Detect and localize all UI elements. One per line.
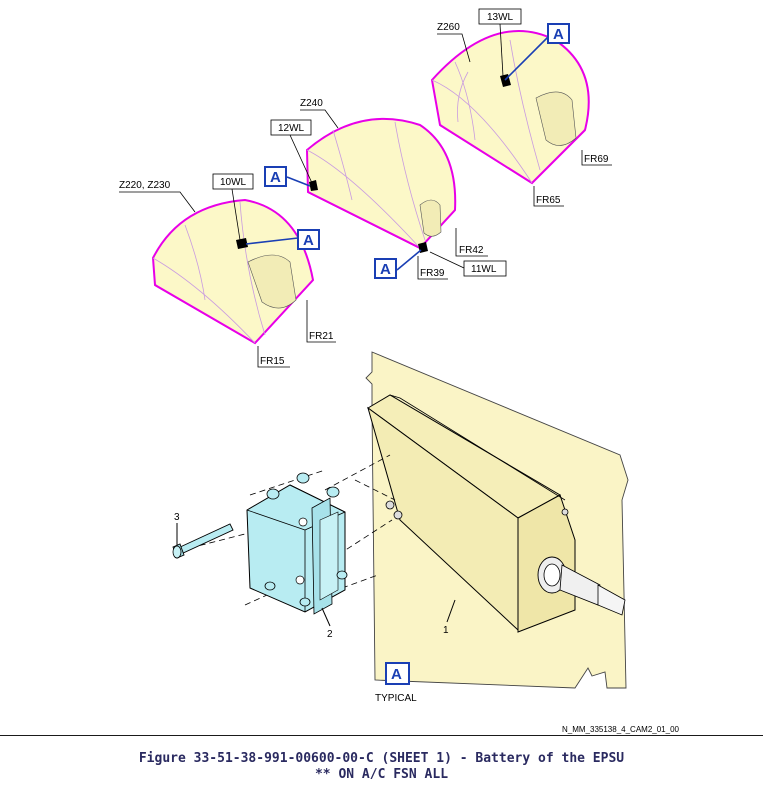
fuselage-section-z240	[305, 117, 457, 253]
waterline-tag-12wl: 12WL	[278, 123, 305, 134]
alignment-line	[354, 479, 396, 501]
frame-label-fr42: FR42	[459, 245, 484, 256]
callout-a-13wl	[547, 23, 570, 44]
zone-label-z220-z230: Z220, Z230	[119, 180, 171, 191]
svg-text:A: A	[391, 666, 402, 683]
item-number-3: 3	[174, 512, 180, 523]
battery-unit	[246, 472, 348, 615]
zone-label-z240: Z240	[300, 98, 323, 109]
typical-label: TYPICAL	[375, 693, 417, 704]
frame-label-fr69: FR69	[584, 154, 609, 165]
drawing-reference: N_MM_335138_4_CAM2_01_00	[562, 725, 680, 734]
frame-label-fr65: FR65	[536, 195, 561, 206]
waterline-tag-10wl: 10WL	[220, 177, 247, 188]
frame-label-fr39: FR39	[420, 268, 445, 279]
svg-text:A: A	[553, 26, 564, 43]
figure-caption: Figure 33-51-38-991-00600-00-C (SHEET 1)…	[138, 751, 625, 766]
waterline-tag-11wl: 11WL	[471, 264, 497, 275]
svg-text:A: A	[303, 232, 314, 249]
fuselage-section-z260	[430, 30, 590, 185]
callout-a-typical	[385, 662, 410, 685]
figure-applicability: ** ON A/C FSN ALL	[314, 767, 449, 782]
fuselage-section-z220	[151, 198, 315, 345]
alignment-line	[324, 454, 391, 491]
frame-label-fr15: FR15	[260, 356, 285, 367]
bolt	[172, 523, 234, 559]
item-number-2: 2	[327, 629, 333, 640]
battery-housing	[367, 394, 626, 633]
item-number-1: 1	[443, 625, 449, 636]
callout-a-11wl	[374, 258, 397, 279]
alignment-line	[249, 469, 326, 496]
caption-divider	[0, 735, 763, 736]
callout-a-10wl	[297, 229, 320, 250]
svg-text:A: A	[270, 169, 281, 186]
illustration: Z260 13WL A Z240 12WL A Z220, Z230 10WL …	[119, 8, 680, 734]
svg-text:A: A	[380, 261, 391, 278]
callout-a-12wl	[264, 166, 287, 187]
frame-label-fr21: FR21	[309, 331, 334, 342]
waterline-tag-13wl: 13WL	[487, 12, 514, 23]
zone-label-z260: Z260	[437, 22, 460, 33]
